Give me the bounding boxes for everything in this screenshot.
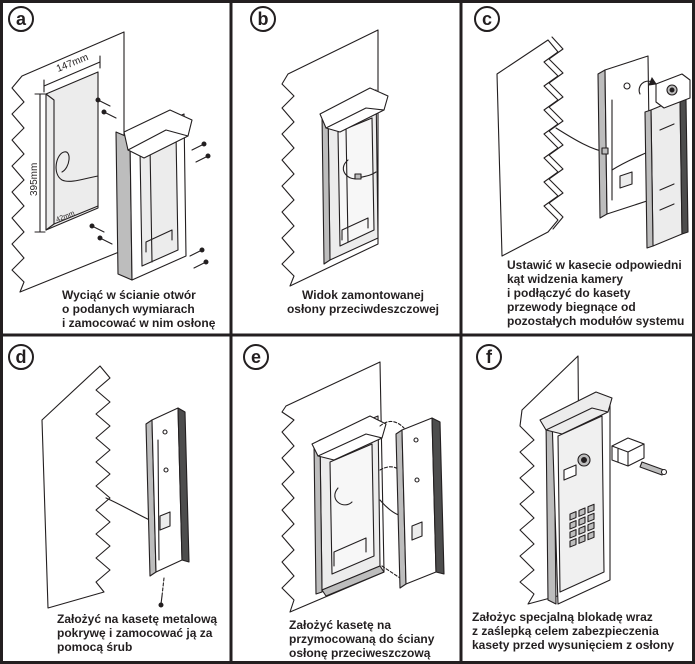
- panel-f-caption: Założyc specjalną blokadę wraz z zaślepk…: [472, 610, 674, 652]
- caption-line: przymocowaną do ściany: [289, 632, 435, 646]
- caption-line: Założyć na kasetę metalową: [57, 612, 218, 626]
- screw: [191, 141, 207, 151]
- step-label-f: f: [476, 344, 502, 370]
- caption-line: i podłączyć do kasety: [507, 286, 631, 300]
- caption-line: osłony przeciwdeszczowej: [286, 302, 440, 316]
- caption-line: pomocą śrub: [57, 640, 133, 654]
- step-letter: a: [16, 9, 27, 29]
- height-dimension-label: 395mm: [29, 163, 40, 196]
- step-label-c: c: [474, 6, 500, 32]
- caption-line: z zaślepką celem zabezpieczenia: [472, 624, 659, 638]
- step-label-a: a: [8, 6, 34, 32]
- cable: [105, 497, 155, 523]
- caption-line: kasety przed wysunięciem z osłony: [472, 638, 675, 652]
- rain-cover-housing: [115, 109, 193, 281]
- mounted-rain-cover: [311, 415, 387, 597]
- screw: [189, 247, 205, 257]
- step-label-e: e: [243, 344, 269, 370]
- cassette: [395, 417, 445, 589]
- panel-e: e: [231, 335, 461, 664]
- panel-a-drawing: a 147mm 395mm 42mm: [8, 6, 211, 293]
- panel-b: b Widok zamontowanej osłony przeciwdeszc…: [231, 0, 461, 335]
- caption-line: kąt widzenia kamery: [507, 272, 624, 286]
- panel-e-drawing: e: [243, 344, 445, 613]
- panel-a: a 147mm 395mm 42mm: [0, 0, 231, 335]
- blanking-plug: [639, 461, 668, 476]
- step-letter: c: [482, 9, 492, 29]
- step-label-d: d: [8, 344, 34, 370]
- step-letter: d: [16, 347, 27, 367]
- panel-c-caption: Ustawić w kasecie odpowiedni kąt widzeni…: [507, 258, 684, 328]
- panel-a-caption: Wyciąć w ścianie otwór o podanych wymiar…: [62, 288, 215, 330]
- caption-line: pokrywę i zamocować ją za: [57, 626, 213, 640]
- panel-d: d Założyć na kasetę metalową pokrywę i: [0, 335, 231, 664]
- cable-connector: [354, 173, 362, 180]
- installed-entry-panel: [539, 391, 613, 605]
- panel-b-drawing: b: [250, 6, 389, 287]
- screw: [195, 153, 211, 163]
- panel-e-caption: Założyć kasetę na przymocowaną do ściany…: [289, 618, 434, 660]
- panel-b-caption: Widok zamontowanej osłony przeciwdeszczo…: [278, 288, 448, 316]
- caption-line: o podanych wymiarach: [62, 302, 195, 316]
- caption-line: Wyciąć w ścianie otwór: [62, 288, 196, 302]
- caption-line: Założyc specjalną blokadę wraz: [472, 610, 653, 624]
- caption-line: Założyć kasetę na: [289, 618, 392, 632]
- camera-module: [644, 73, 691, 249]
- cassette: [597, 55, 651, 219]
- cable-connector: [601, 147, 609, 155]
- panel-f: f: [461, 335, 695, 664]
- step-letter: f: [486, 347, 493, 367]
- step-letter: e: [251, 347, 261, 367]
- step-label-b: b: [250, 6, 276, 32]
- panel-d-caption: Założyć na kasetę metalową pokrywę i zam…: [57, 612, 217, 654]
- panel-c: c: [461, 0, 695, 335]
- screw: [193, 259, 209, 269]
- caption-line: przewody biegnące od: [507, 300, 636, 314]
- caption-line: Widok zamontowanej: [302, 288, 424, 302]
- locking-block: [611, 437, 645, 467]
- caption-line: i zamocować w nim osłonę: [62, 316, 216, 330]
- cassette-with-metal-cover: [145, 407, 190, 577]
- wall: [496, 39, 559, 257]
- wall: [41, 365, 111, 609]
- caption-line: Ustawić w kasecie odpowiedni: [507, 258, 682, 272]
- caption-line: pozostałych modułów systemu: [507, 314, 685, 328]
- caption-line: osłonę przeciweszczową: [289, 646, 431, 660]
- screw: [158, 577, 165, 608]
- step-letter: b: [258, 9, 269, 29]
